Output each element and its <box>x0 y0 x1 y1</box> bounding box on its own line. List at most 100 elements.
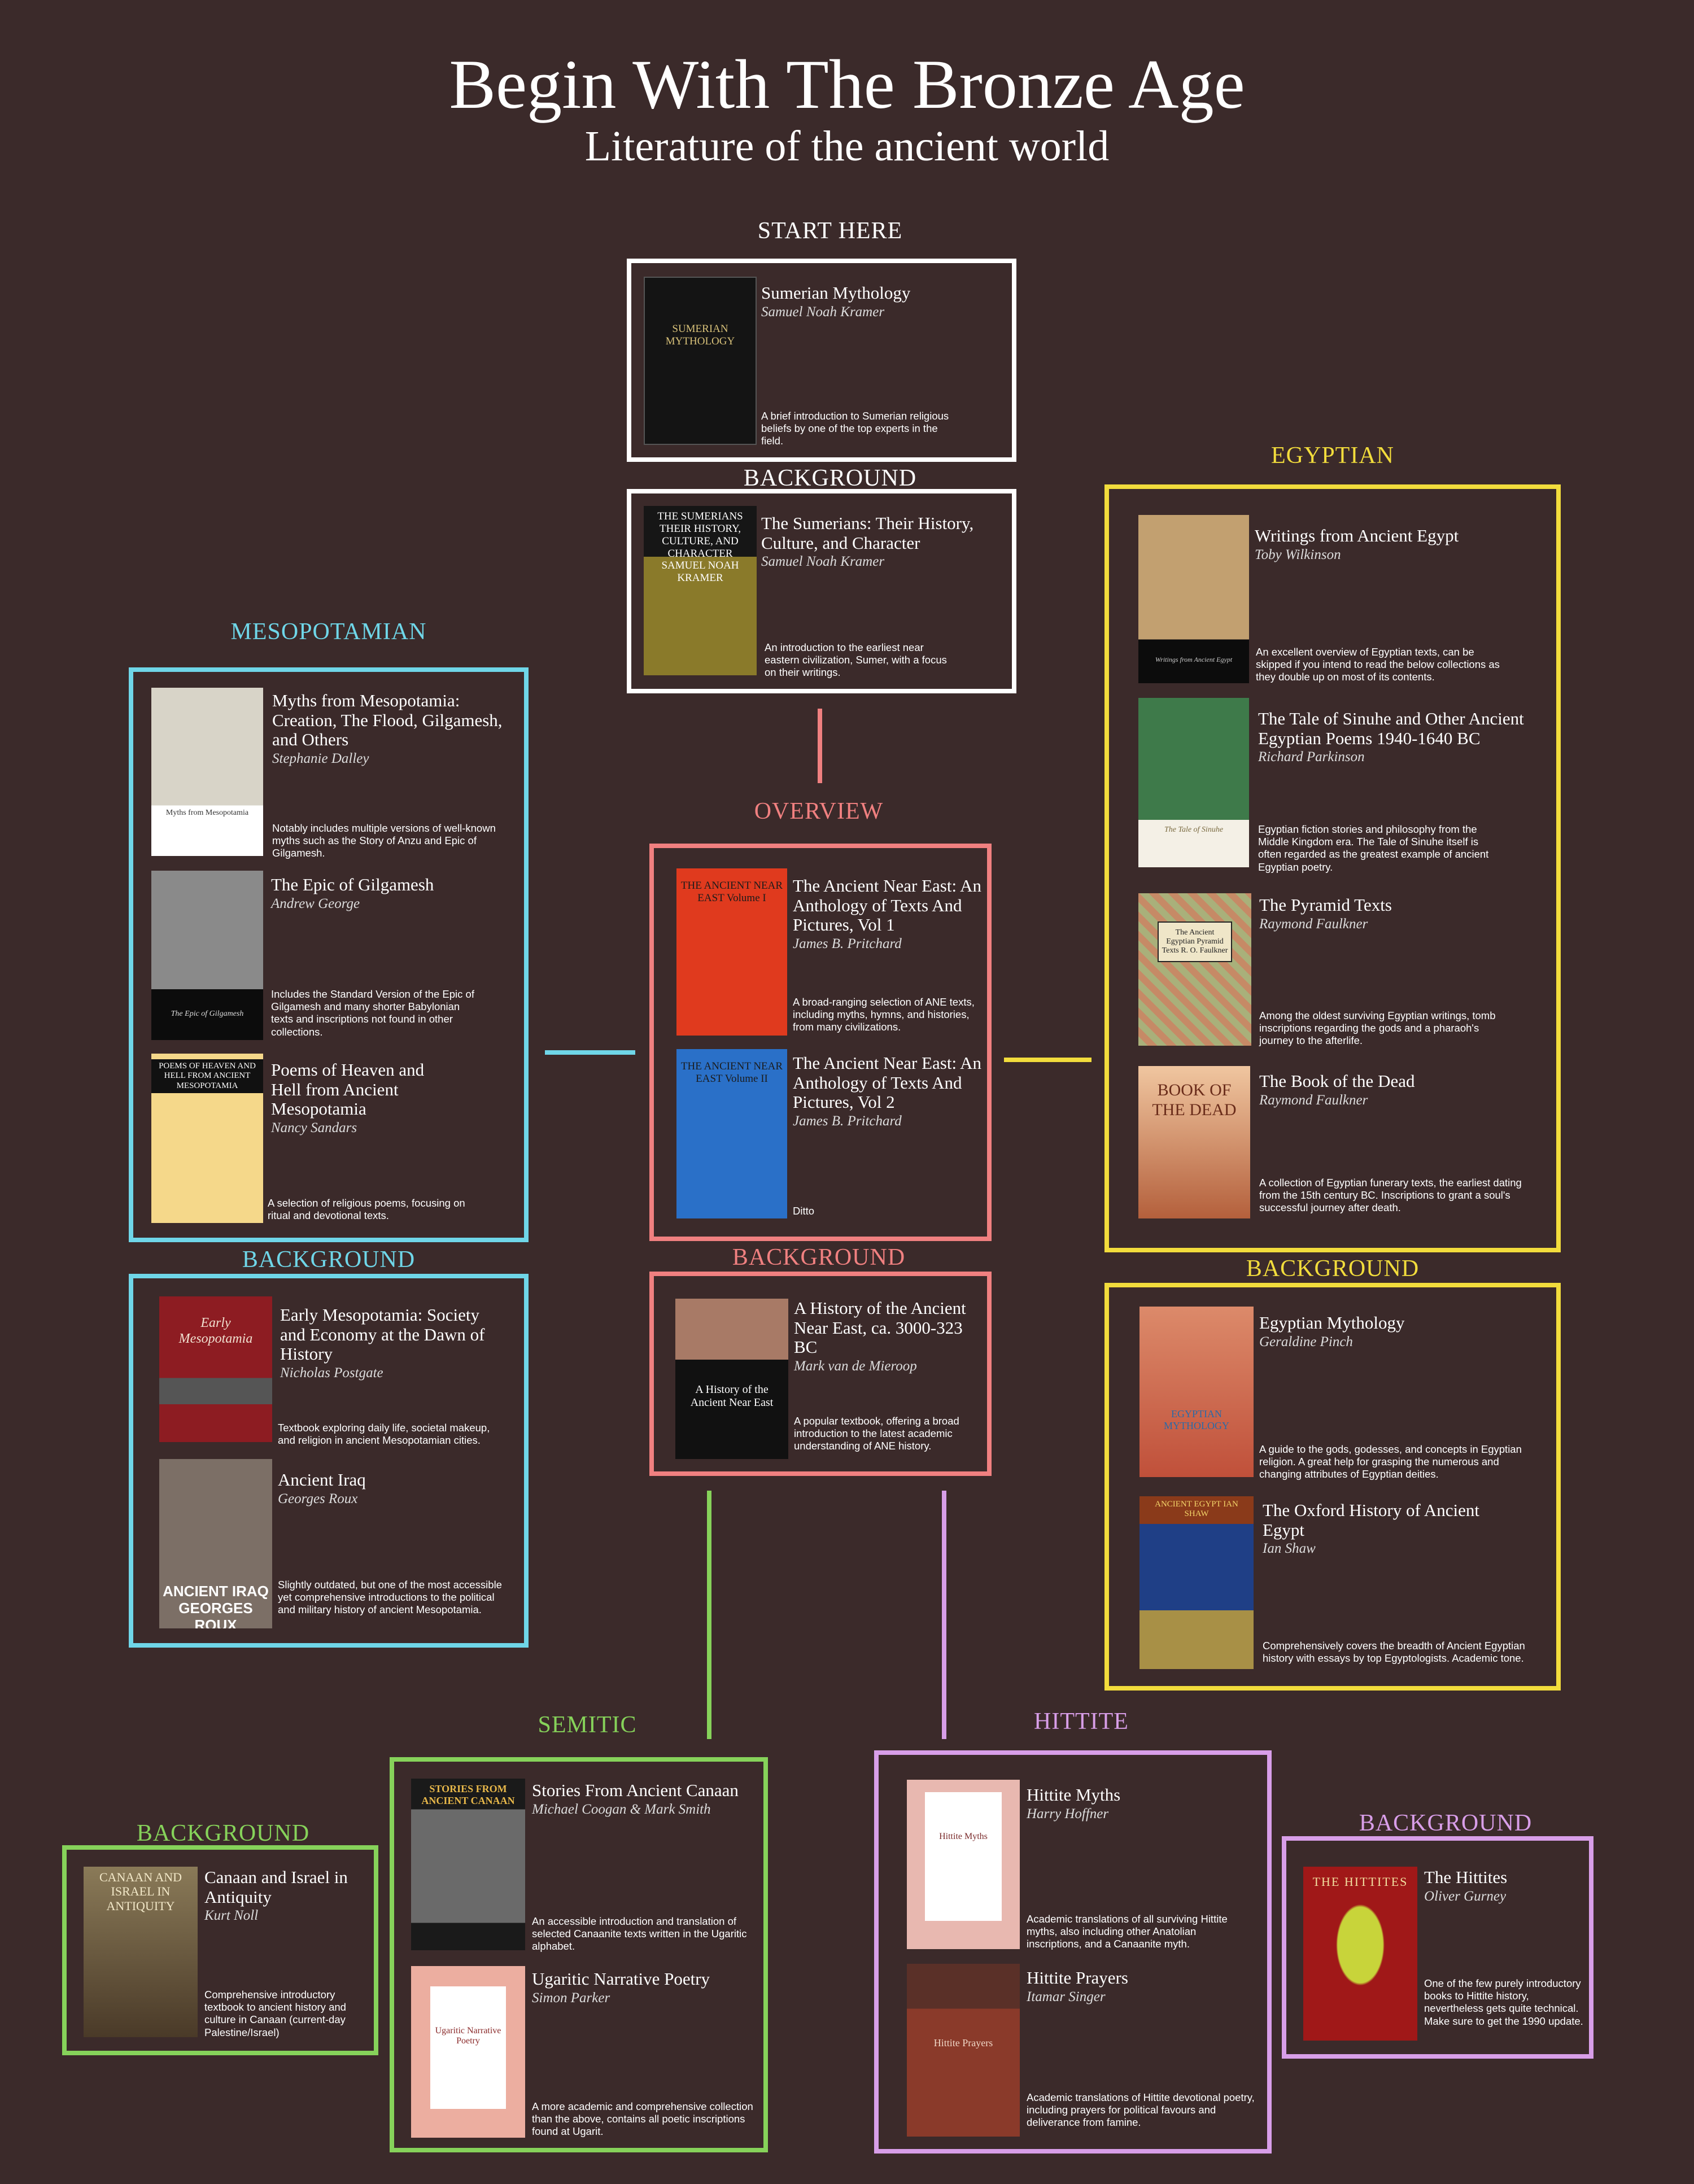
book-cover: STORIES FROM ANCIENT CANAAN <box>411 1779 525 1950</box>
book-author: Kurt Noll <box>204 1908 259 1924</box>
book-description: An excellent overview of Egyptian texts,… <box>1256 646 1500 683</box>
book-description: Ditto <box>793 1205 815 1217</box>
cover-title: EGYPTIAN MYTHOLOGY <box>1164 1408 1229 1431</box>
book-author: Raymond Faulkner <box>1259 916 1368 932</box>
cover-title: ANCIENT IRAQ GEORGES ROUX <box>163 1583 269 1628</box>
cover-title: CANAAN AND ISRAEL IN ANTIQUITY <box>99 1870 182 1913</box>
book-cover: The Tale of Sinuhe <box>1138 698 1249 867</box>
book-description: Comprehensive introductory textbook to a… <box>204 1989 346 2038</box>
book-author: Stephanie Dalley <box>272 751 369 767</box>
page-subtitle: Literature of the ancient world <box>584 123 1110 170</box>
book-cover: Myths from Mesopotamia <box>151 688 263 856</box>
cover-title: Myths from Mesopotamia <box>165 809 249 817</box>
book-author: Harry Hoffner <box>1027 1806 1109 1822</box>
book-description: An accessible introduction and translati… <box>532 1915 747 1953</box>
book-cover: BOOK OF THE DEAD <box>1138 1066 1250 1218</box>
section-label-mesopotamian-background: BACKGROUND <box>242 1247 416 1273</box>
cover-title: The Ancient Egyptian Pyramid Texts R. O.… <box>1158 921 1232 963</box>
semitic-box: STORIES FROM ANCIENT CANAAN Stories From… <box>390 1757 768 2152</box>
book-description: Notably includes multiple versions of we… <box>272 822 496 859</box>
book-cover: The Epic of Gilgamesh <box>151 871 263 1040</box>
book-author: Samuel Noah Kramer <box>761 304 885 320</box>
section-label-egyptian: EGYPTIAN <box>1271 443 1394 469</box>
page-title: Begin With The Bronze Age <box>449 46 1245 123</box>
book-title: A History of the Ancient Near East, ca. … <box>794 1298 986 1374</box>
cover-title: THE ANCIENT NEAR EAST Volume II <box>680 1060 783 1085</box>
book-cover: THE ANCIENT NEAR EAST Volume I <box>676 868 787 1036</box>
section-label-mesopotamian: MESOPOTAMIAN <box>230 619 427 645</box>
book-cover: Writings from Ancient Egypt <box>1138 515 1249 683</box>
connector-overview-semitic <box>707 1491 711 1739</box>
cover-title: POEMS OF HEAVEN AND HELL FROM ANCIENT ME… <box>151 1059 263 1093</box>
book-title: Myths from Mesopotamia: Creation, The Fl… <box>272 691 521 767</box>
cover-title: SUMERIAN MYTHOLOGY <box>665 323 735 347</box>
book-author: Toby Wilkinson <box>1255 547 1341 562</box>
connector-overview-mesopotamian <box>545 1050 635 1055</box>
book-description: Slightly outdated, but one of the most a… <box>278 1579 502 1616</box>
book-author: Geraldine Pinch <box>1259 1334 1353 1349</box>
book-cover: The Ancient Egyptian Pyramid Texts R. O.… <box>1138 893 1251 1046</box>
cover-title: Writings from Ancient Egypt <box>1155 656 1233 663</box>
book-author: Ian Shaw <box>1263 1541 1316 1557</box>
book-author: Georges Roux <box>278 1491 358 1506</box>
section-label-hittite-background: BACKGROUND <box>1359 1810 1533 1836</box>
book-author: Itamar Singer <box>1027 1989 1106 2004</box>
book-description: Comprehensively covers the breadth of An… <box>1263 1640 1525 1665</box>
book-cover: ANCIENT EGYPT IAN SHAW <box>1139 1496 1254 1669</box>
book-cover: ANCIENT IRAQ GEORGES ROUX <box>159 1459 272 1628</box>
book-author: Mark van de Mieroop <box>794 1359 917 1374</box>
book-title: Early Mesopotamia: Society and Economy a… <box>280 1305 506 1381</box>
section-label-semitic-background: BACKGROUND <box>136 1820 310 1846</box>
book-cover: CANAAN AND ISRAEL IN ANTIQUITY <box>84 1867 198 2037</box>
book-description: Academic translations of Hittite devotio… <box>1027 2091 1255 2129</box>
egyptian-box: Writings from Ancient Egypt Writings fro… <box>1104 484 1561 1252</box>
section-label-start-background: BACKGROUND <box>743 465 917 491</box>
book-cover: THE ANCIENT NEAR EAST Volume II <box>676 1049 787 1218</box>
cover-title: ANCIENT EGYPT IAN SHAW <box>1155 1500 1238 1519</box>
start-background-box: THE SUMERIANS THEIR HISTORY, CULTURE, AN… <box>627 489 1016 693</box>
overview-box: THE ANCIENT NEAR EAST Volume I The Ancie… <box>649 844 992 1241</box>
book-description: Academic translations of all surviving H… <box>1027 1913 1228 1950</box>
cover-title: A History of the Ancient Near East <box>690 1383 774 1409</box>
section-label-semitic: SEMITIC <box>538 1712 637 1738</box>
cover-title: Hittite Myths <box>925 1792 1002 1921</box>
book-description: Textbook exploring daily life, societal … <box>278 1422 490 1447</box>
book-title: The Ancient Near East: An Anthology of T… <box>793 1053 985 1129</box>
book-description: A brief introduction to Sumerian religio… <box>761 410 949 447</box>
section-label-overview: OVERVIEW <box>754 798 884 824</box>
book-cover: SUMERIAN MYTHOLOGY <box>644 277 757 445</box>
book-title: The Tale of Sinuhe and Other Ancient Egy… <box>1258 709 1563 765</box>
cover-title: The Tale of Sinuhe <box>1164 825 1224 834</box>
book-author: Raymond Faulkner <box>1259 1092 1368 1108</box>
cover-title: The Epic of Gilgamesh <box>171 1010 244 1018</box>
book-author: Nicholas Postgate <box>280 1365 383 1381</box>
mesopotamian-box: Myths from Mesopotamia Myths from Mesopo… <box>129 667 529 1242</box>
book-description: A guide to the gods, godesses, and conce… <box>1259 1443 1522 1480</box>
book-cover: Early Mesopotamia <box>159 1296 272 1442</box>
book-description: Includes the Standard Version of the Epi… <box>271 988 474 1038</box>
book-description: A popular textbook, offering a broad int… <box>794 1415 959 1452</box>
book-author: James B. Pritchard <box>793 1113 902 1129</box>
connector-overview-hittite <box>942 1491 946 1739</box>
book-description: A collection of Egyptian funerary texts,… <box>1259 1177 1522 1214</box>
book-cover: THE SUMERIANS THEIR HISTORY, CULTURE, AN… <box>644 506 757 675</box>
book-author: Oliver Gurney <box>1424 1888 1507 1904</box>
book-cover: THE HITTITES <box>1303 1867 1417 2041</box>
book-cover: POEMS OF HEAVEN AND HELL FROM ANCIENT ME… <box>151 1054 263 1223</box>
overview-background-box: A History of the Ancient Near East A His… <box>649 1272 992 1476</box>
book-cover: Ugaritic Narrative Poetry <box>411 1966 525 2138</box>
mesopotamian-background-box: Early Mesopotamia Early Mesopotamia: Soc… <box>129 1274 529 1648</box>
